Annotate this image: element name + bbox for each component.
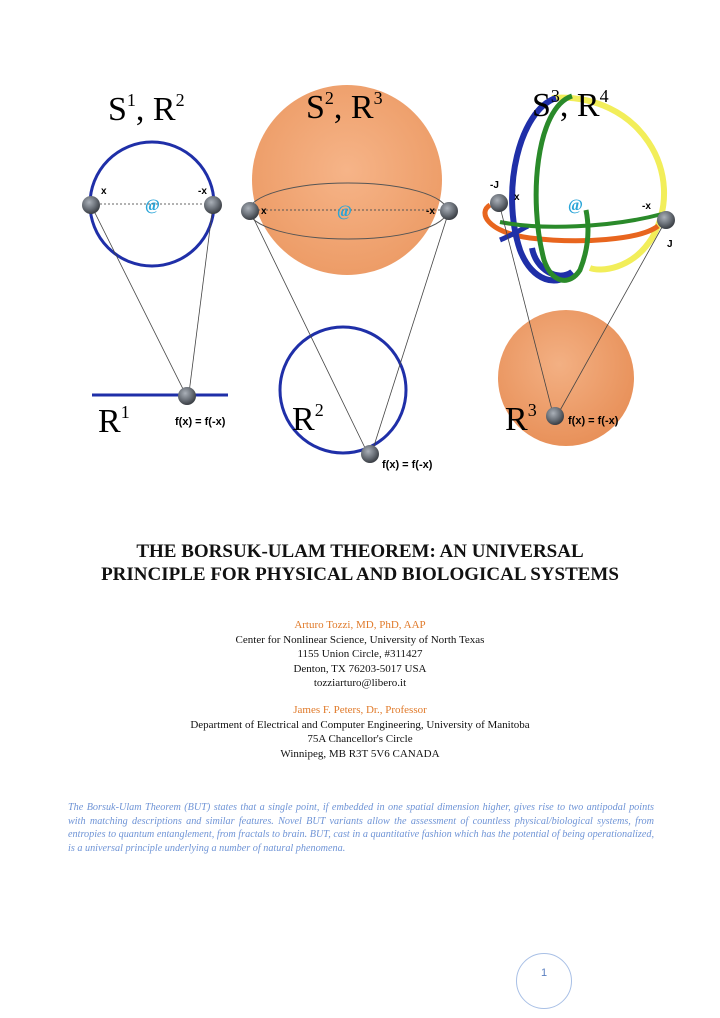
author-2-affiliation: Department of Electrical and Computer En… (190, 718, 530, 731)
green-band (499, 212, 663, 229)
projection-line-left (90, 204, 186, 394)
author-1-city: Denton, TX 76203-5017 USA (293, 662, 427, 675)
point-x-2 (241, 202, 259, 220)
point-x (82, 196, 100, 214)
author-2-address: 75A Chancellor's Circle (307, 733, 413, 745)
author-1-email[interactable]: tozziarturo@libero.it (313, 677, 407, 689)
point-fx-3 (546, 407, 564, 425)
fx-label-2: f(x) = f(-x) (382, 459, 433, 471)
point-minus-x (204, 196, 222, 214)
author-2-city: Winnipeg, MB R3T 5V6 CANADA (280, 747, 440, 760)
paper-title-line-1: THE BORSUK-ULAM THEOREM: AN UNIVERSAL (136, 541, 584, 562)
point-fx-2 (361, 445, 379, 463)
point-x-3 (490, 194, 508, 212)
author-block-1: Arturo Tozzi, MD, PhD, AAP Center for No… (60, 618, 660, 691)
author-1-address: 1155 Union Circle, #311427 (297, 648, 423, 660)
abstract: The Borsuk-Ulam Theorem (BUT) states tha… (68, 802, 654, 854)
label-minus-x-2: -x (426, 206, 435, 217)
projection-line-left-2 (249, 210, 368, 453)
label-minus-x: -x (198, 186, 207, 197)
label-minus-j: -J (490, 180, 499, 191)
panel-2-title: S2, R3 (306, 88, 383, 126)
ball-r3 (498, 310, 634, 446)
label-x-3: x (514, 192, 520, 203)
point-minus-x-3 (657, 211, 675, 229)
author-1-affiliation: Center for Nonlinear Science, University… (235, 633, 485, 646)
author-block-2: James F. Peters, Dr., Professor Departme… (60, 703, 660, 761)
yellow-loop (551, 94, 668, 273)
paper-title-line-2: PRINCIPLE FOR PHYSICAL AND BIOLOGICAL SY… (101, 564, 619, 585)
projection-line-left-3 (498, 202, 554, 415)
panel-2: S2, R3 @ x -x R2 f(x) = f(-x) (241, 85, 458, 471)
panel-1: S1, R2 @ x -x R1 f(x) = f(-x) (82, 90, 228, 440)
page-number: 1 (516, 953, 572, 1009)
circle-r2 (278, 325, 408, 455)
label-minus-x-3: -x (642, 201, 651, 212)
label-r2: R2 (292, 400, 324, 438)
label-j: J (667, 239, 673, 250)
paper-title: THE BORSUK-ULAM THEOREM: AN UNIVERSAL PR… (40, 540, 680, 586)
author-1-name: Arturo Tozzi, MD, PhD, AAP (294, 619, 426, 631)
label-x-2: x (261, 206, 267, 217)
spiral-icon-3: @ (568, 197, 583, 214)
author-2-name: James F. Peters, Dr., Professor (293, 704, 427, 716)
orange-ring (482, 202, 660, 244)
projection-line-right-2 (371, 210, 450, 453)
label-r3: R3 (505, 400, 537, 438)
fx-label-1: f(x) = f(-x) (175, 416, 226, 428)
point-fx (178, 387, 196, 405)
point-minus-x-2 (440, 202, 458, 220)
label-x: x (101, 186, 107, 197)
projection-line-right (188, 204, 214, 394)
panel-1-title: S1, R2 (108, 90, 185, 128)
spiral-icon-2: @ (337, 203, 352, 220)
green-loop (533, 93, 591, 283)
sphere-s2 (252, 85, 442, 275)
fx-label-3: f(x) = f(-x) (568, 415, 619, 427)
borsuk-ulam-figure: S1, R2 @ x -x R1 f(x) = f(-x) S2, R3 @ x… (82, 85, 675, 471)
panel-3-title: S3, R4 (532, 86, 609, 124)
projection-line-right-3 (557, 219, 667, 415)
spiral-icon: @ (145, 197, 160, 214)
label-r1: R1 (98, 402, 130, 440)
panel-3: S3, R4 @ -J x -x J R3 f(x) = f(-x) (482, 86, 675, 446)
